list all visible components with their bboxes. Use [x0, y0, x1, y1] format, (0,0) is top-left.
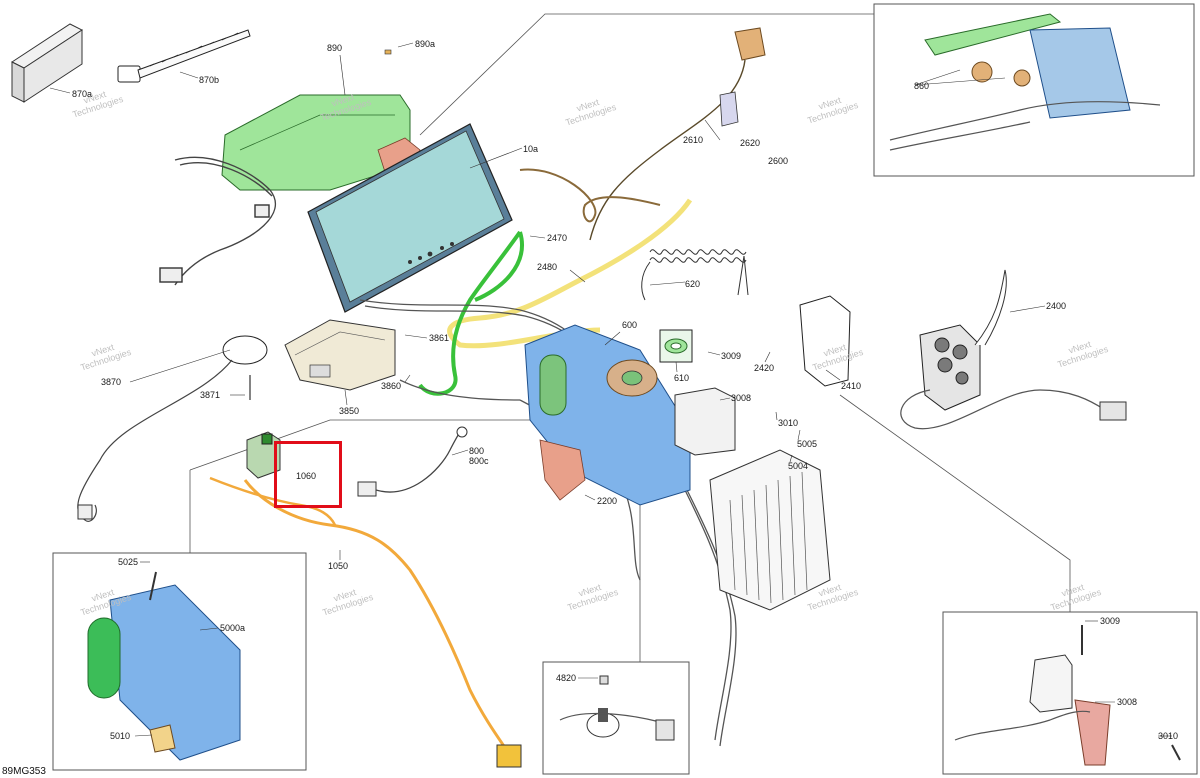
callout-800c: 800c [469, 456, 489, 466]
callout-890a: 890a [415, 39, 436, 49]
part-2600-connector [589, 27, 766, 241]
callout-10a: 10a [523, 144, 539, 154]
callout-2600: 2600 [768, 156, 789, 166]
part-3850-module [284, 319, 396, 391]
callout-800: 800 [469, 446, 485, 456]
part-620-coiled-cord [641, 249, 749, 301]
inset-3008-assembly [954, 625, 1181, 766]
part-large-finned-module [709, 449, 831, 611]
part-610-ring [659, 329, 693, 363]
part-10a-display [307, 123, 513, 313]
callout-5004: 5004 [788, 461, 809, 471]
callout-870b: 870b [199, 75, 220, 85]
callout-3870: 3870 [101, 377, 122, 387]
callout-3010-inset: 3010 [1158, 731, 1179, 741]
part-1060-module [246, 431, 281, 479]
part-890-cover [221, 49, 411, 191]
callout-2400: 2400 [1046, 301, 1067, 311]
callout-5005: 5005 [797, 439, 818, 449]
callout-2480: 2480 [537, 262, 558, 272]
part-1050-end-connector [496, 744, 522, 768]
callout-leaders [49, 42, 1172, 737]
callout-620: 620 [685, 279, 701, 289]
callout-1050: 1050 [328, 561, 349, 571]
callout-3850: 3850 [339, 406, 360, 416]
callout-4820: 4820 [556, 673, 577, 683]
harness-2470-green [418, 230, 524, 396]
callout-860: 860 [914, 81, 930, 91]
callout-2620: 2620 [740, 138, 761, 148]
callout-3009-inset: 3009 [1100, 616, 1121, 626]
callout-3871: 3871 [200, 390, 221, 400]
callout-3008-inset: 3008 [1117, 697, 1138, 707]
harness-upper-left [159, 156, 277, 286]
diagram-code: 89MG353 [2, 766, 46, 777]
callout-2610: 2610 [683, 135, 704, 145]
part-3870-sensor [77, 335, 268, 522]
harness-1050-orange [243, 479, 512, 756]
callout-3010: 3010 [778, 418, 799, 428]
callout-3861: 3861 [429, 333, 450, 343]
callout-2200: 2200 [597, 496, 618, 506]
part-2400-handlebar-switch [900, 269, 1127, 430]
part-870b-cable-tie [117, 29, 251, 83]
callout-3009: 3009 [721, 351, 742, 361]
callout-600: 600 [622, 320, 638, 330]
part-2410-housing [799, 295, 851, 387]
part-main-blue-module [524, 324, 691, 506]
callout-2410: 2410 [841, 381, 862, 391]
part-870a-block [10, 23, 84, 103]
callout-870a: 870a [72, 89, 93, 99]
callout-3860: 3860 [381, 381, 402, 391]
callout-1060: 1060 [296, 471, 317, 481]
inset-860-assembly [889, 13, 1161, 151]
callout-5000a: 5000a [220, 623, 246, 633]
harness-1050-orange-branch [209, 476, 337, 526]
part-3008-box [674, 387, 736, 456]
callout-5010: 5010 [110, 731, 131, 741]
callout-5025: 5025 [118, 557, 139, 567]
highlight-box [274, 441, 342, 508]
callout-610: 610 [674, 373, 690, 383]
callout-2420: 2420 [754, 363, 775, 373]
part-800-cable [357, 426, 468, 497]
callout-3008: 3008 [731, 393, 752, 403]
callout-890: 890 [327, 43, 343, 53]
inset-5000a-assembly [87, 571, 241, 761]
wire-brown [519, 168, 661, 223]
harness-2480-yellow [447, 198, 693, 349]
callout-2470: 2470 [547, 233, 568, 243]
inset-4820-assembly [559, 675, 675, 741]
